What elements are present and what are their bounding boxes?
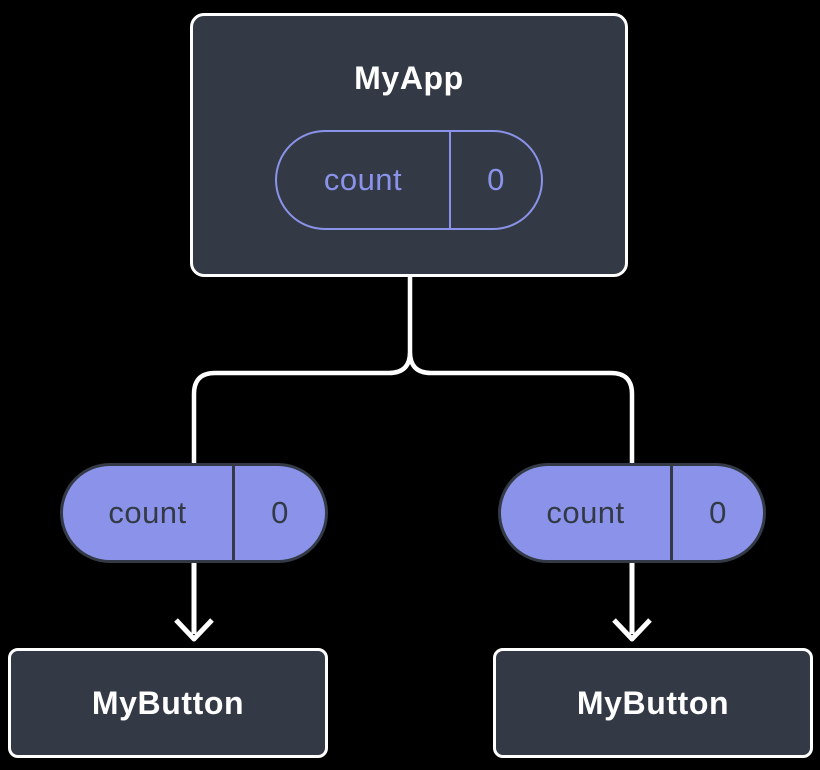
prop-name: count [63, 466, 235, 560]
component-name: MyButton [576, 684, 730, 721]
prop-pill-right: count 0 [498, 463, 766, 563]
component-name: MyApp [354, 60, 464, 96]
state-name: count [277, 132, 451, 228]
tree-branch-connector [191, 275, 635, 463]
prop-pill-left: count 0 [60, 463, 328, 563]
component-name: MyButton [91, 684, 245, 721]
state-pill: count 0 [275, 130, 543, 230]
prop-arrow-right [612, 563, 652, 642]
prop-value: 0 [271, 495, 289, 530]
prop-name: count [501, 466, 673, 560]
component-node-mybutton-right: MyButton [493, 648, 813, 758]
prop-arrow-left [174, 563, 214, 642]
prop-value: 0 [709, 495, 727, 530]
component-node-mybutton-left: MyButton [8, 648, 328, 758]
state-value: 0 [487, 162, 505, 197]
component-node-myapp: MyApp count 0 [190, 13, 628, 277]
